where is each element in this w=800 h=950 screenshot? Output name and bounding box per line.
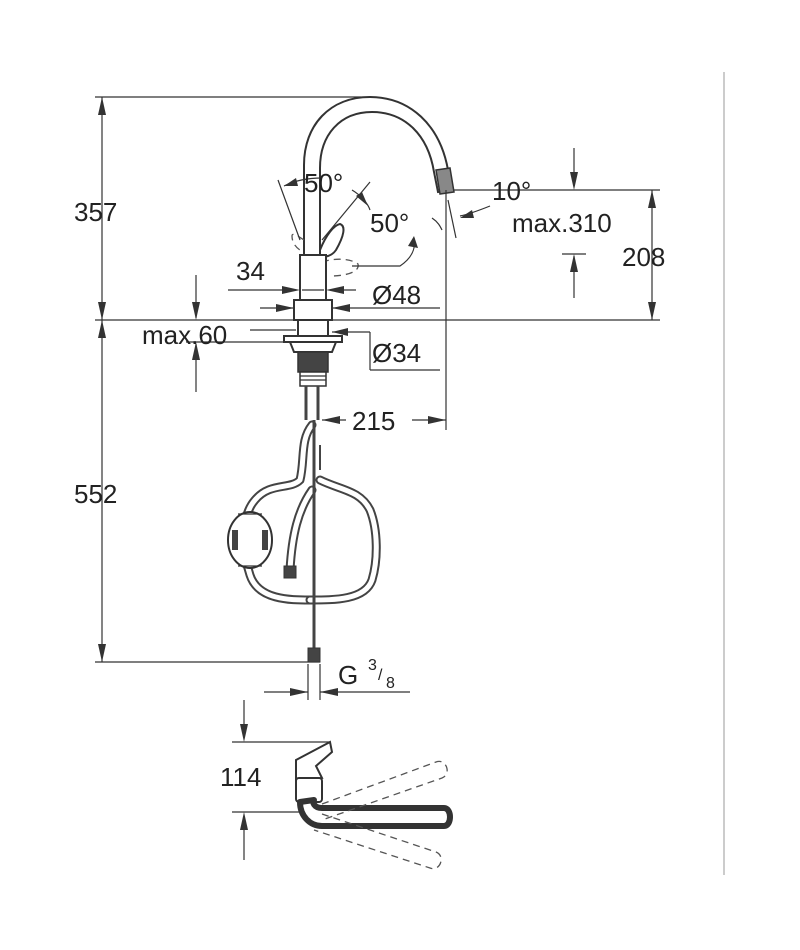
angle-lever-annotation (277, 177, 418, 267)
dimension-357-label: 357 (74, 197, 117, 227)
angle-50-top-label: 50° (304, 168, 343, 198)
angle-50-mid-label: 50° (370, 208, 409, 238)
top-view (232, 700, 453, 870)
spray-head (435, 167, 455, 195)
hose-assembly (227, 420, 381, 663)
dimension-215-label: 215 (352, 406, 395, 436)
angle-10-label: 10° (492, 176, 531, 206)
dimension-g38-group (264, 664, 410, 700)
dimension-d34-label: Ø34 (372, 338, 421, 368)
dimension-552-label: 552 (74, 479, 117, 509)
hose-weight (227, 511, 273, 569)
dimension-d48-group (260, 304, 440, 312)
dimension-d48-label: Ø48 (372, 280, 421, 310)
dimension-34-group (228, 286, 356, 294)
spout-max-label: max.310 (512, 208, 612, 238)
spout-max-arrows (562, 148, 586, 298)
dimension-114-label: 114 (220, 762, 261, 792)
dimension-208-group (648, 190, 656, 320)
connection-slash: / (378, 667, 383, 684)
dimension-height-group (95, 96, 660, 663)
faucet-body (283, 95, 455, 420)
connection-denominator: 8 (386, 675, 395, 692)
dimension-d34-group (332, 328, 440, 371)
threaded-shank (297, 351, 329, 373)
connection-numerator: 3 (368, 657, 377, 674)
dimension-max60-label: max.60 (142, 320, 227, 350)
dimension-34-label: 34 (236, 256, 265, 286)
connection-g-label: G (338, 660, 358, 690)
dimension-max60-group (186, 275, 296, 392)
angle-spray-annotation (431, 189, 660, 239)
dimension-208-label: 208 (622, 242, 665, 272)
